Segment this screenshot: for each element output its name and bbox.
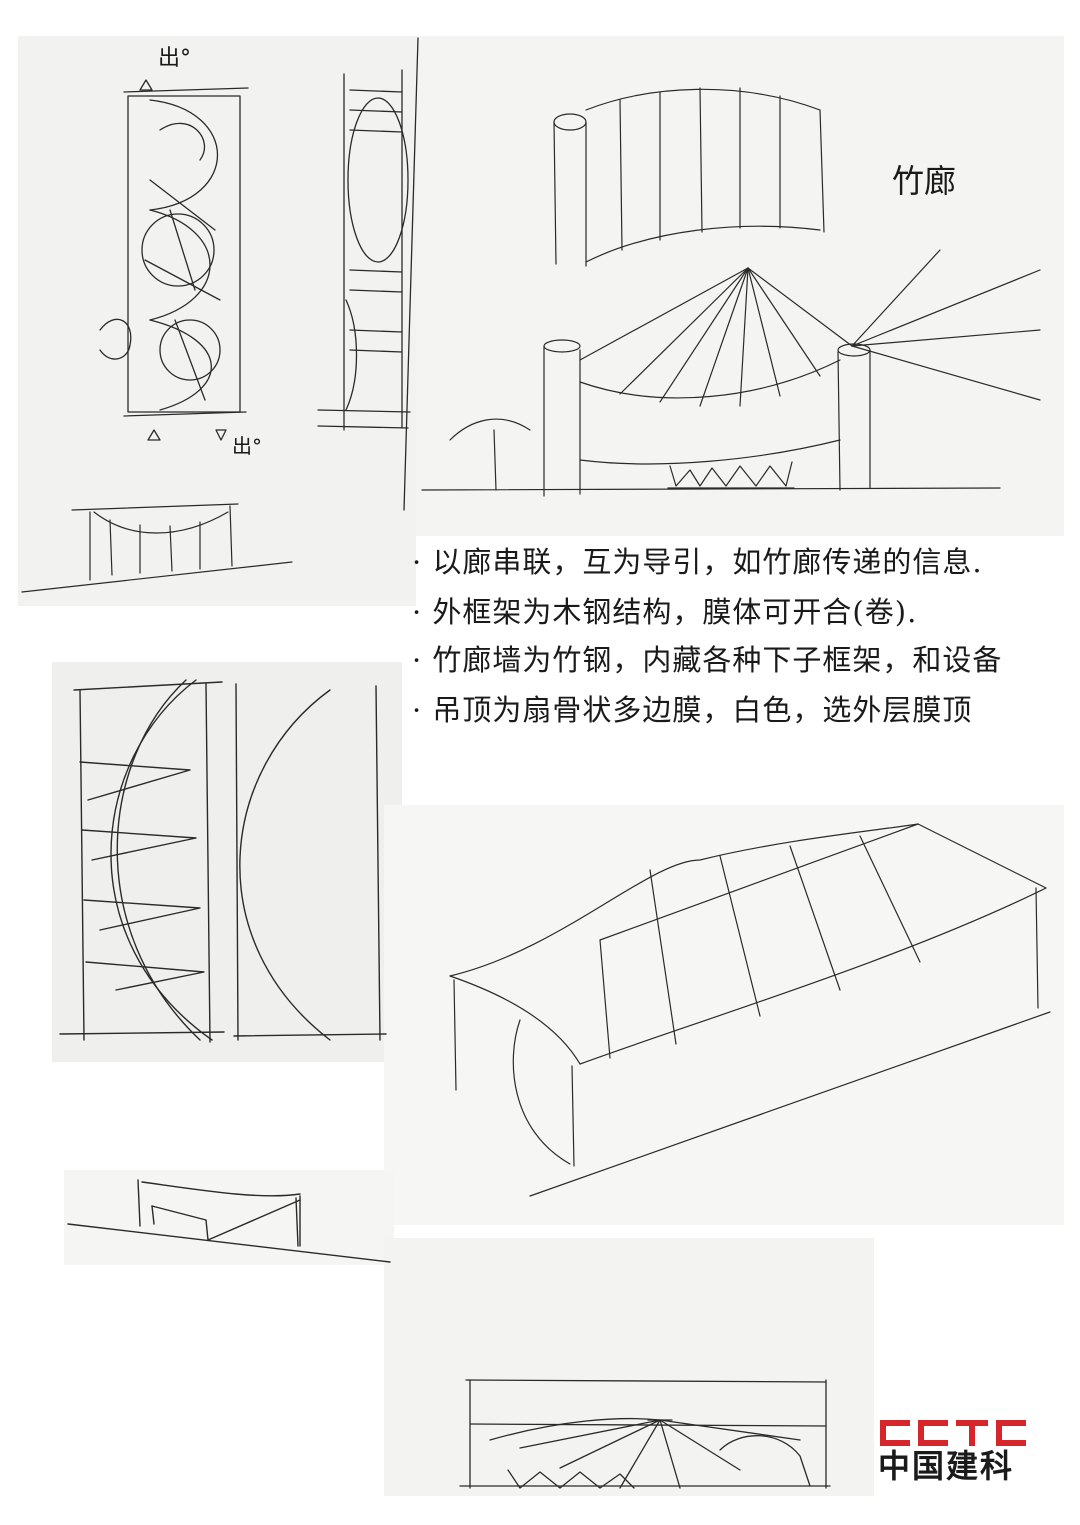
cctc-logo: 中国建科 [876, 1418, 1032, 1492]
membrane-roof-perspective-sketch [449, 823, 1051, 1197]
small-perspective-sketch [67, 1179, 391, 1263]
paper-scan-bottom-right [384, 1238, 874, 1496]
cctc-logo-text: 中国建科 [878, 1447, 1015, 1485]
corridor-sketch [553, 87, 825, 267]
note-4: · 吊顶为扇骨状多边膜，白色，选外层膜顶 [412, 693, 973, 727]
paper-scan-mid-right [384, 805, 1064, 1225]
small-section-sketch [21, 503, 293, 593]
fan-roof-perspective-sketch [421, 249, 1041, 497]
note-3: · 竹廊墙为竹钢，内藏各种下子框架，和设备 [412, 643, 1003, 677]
plan-sketch [99, 79, 249, 441]
paper-scan-top-left [18, 36, 416, 606]
bamboo-corridor-label: 竹廊 [892, 162, 957, 200]
curved-wall-plan-sketch [59, 679, 387, 1043]
exit-label-top: 出° [158, 46, 192, 71]
exit-label-bottom: 出° [232, 434, 262, 458]
paper-scan-bottom-left [64, 1170, 394, 1265]
note-2: · 外框架为木钢结构，膜体可开合(卷). [412, 595, 918, 629]
cctc-logo-mark [880, 1420, 1026, 1446]
note-1: · 以廊串联，互为导引，如竹廊传递的信息. [412, 545, 983, 579]
bottom-elevation-sketch [459, 1379, 831, 1489]
paper-scan-mid-left [52, 662, 402, 1062]
elevation-strip-sketch [317, 37, 419, 511]
